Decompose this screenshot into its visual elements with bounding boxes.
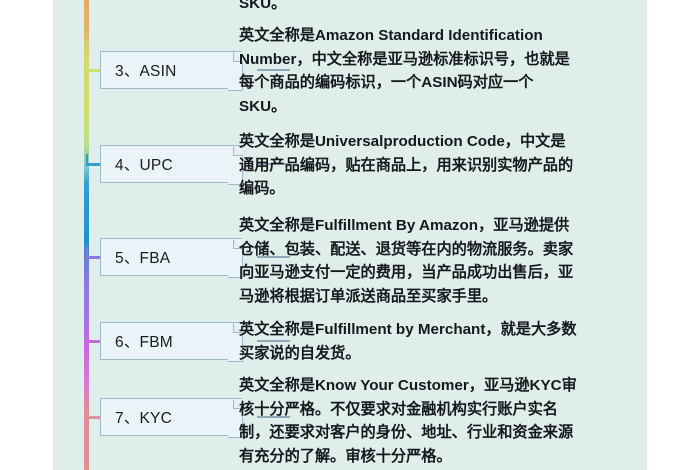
connector-lead-upc: [257, 163, 290, 165]
mindmap-description-fbm: 英文全称是Fulfillment by Merchant，就是大多数 买家说的自…: [239, 321, 577, 362]
mindmap-canvas: SKU。 3、ASIN 英文全称是Amazon Standard Identif…: [53, 0, 647, 470]
connector-lead-kyc: [257, 416, 290, 418]
connector-stub-asin: [86, 60, 88, 72]
connector-elbow-upc: [86, 163, 100, 166]
mindmap-node-label-upc: 4、UPC: [115, 157, 173, 174]
connector-elbow-fba: [86, 256, 100, 259]
connector-stub-fbm: [86, 331, 88, 343]
connector-stub-fba: [86, 247, 88, 259]
mindmap-description-fba: 英文全称是Fulfillment By Amazon，亚马逊提供 仓储、包装、配…: [239, 217, 574, 305]
connector-elbow-asin: [86, 69, 100, 72]
connector-lead-fbm: [257, 340, 290, 342]
mindmap-node-label-fbm: 6、FBM: [115, 334, 173, 351]
connector-lead-fba: [257, 256, 290, 258]
mindmap-node-asin[interactable]: 3、ASIN: [100, 51, 242, 89]
connector-elbow-fbm: [86, 340, 100, 343]
mindmap-description-upc: 英文全称是Universalproduction Code，中文是 通用产品编码…: [239, 133, 574, 198]
mindmap-node-fbm[interactable]: 6、FBM: [100, 322, 242, 360]
mindmap-node-kyc[interactable]: 7、KYC: [100, 398, 242, 436]
partial-paragraph-top: SKU。: [239, 0, 287, 12]
mindmap-node-upc[interactable]: 4、UPC: [100, 145, 242, 183]
mindmap-node-label-asin: 3、ASIN: [115, 63, 177, 80]
mindmap-node-label-fba: 5、FBA: [115, 250, 171, 267]
mindmap-trunk-line: [84, 0, 89, 470]
connector-stub-kyc: [86, 407, 88, 419]
connector-lead-asin: [257, 69, 290, 71]
mindmap-node-label-kyc: 7、KYC: [115, 410, 172, 427]
mindmap-node-fba[interactable]: 5、FBA: [100, 238, 242, 276]
mindmap-description-asin: 英文全称是Amazon Standard Identification Numb…: [239, 27, 570, 115]
connector-stub-upc: [86, 154, 88, 166]
mindmap-description-kyc: 英文全称是Know Your Customer，亚马逊KYC审 核十分严格。不仅…: [239, 377, 577, 465]
connector-elbow-kyc: [86, 416, 100, 419]
